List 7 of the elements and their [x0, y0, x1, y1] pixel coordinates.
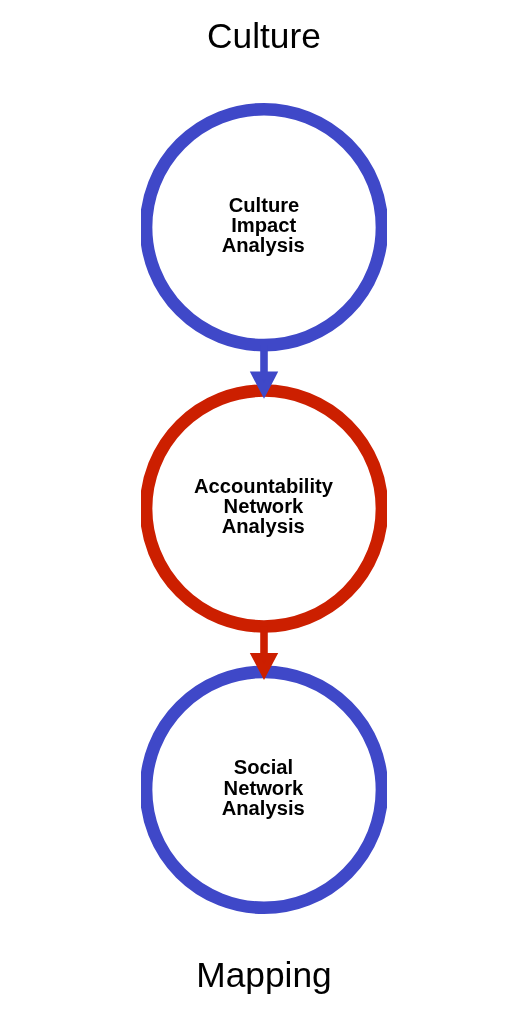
node-circle: Social Network Analysis [140, 665, 387, 915]
label: Culture [206, 15, 321, 55]
arrow [249, 626, 278, 680]
arrow [249, 345, 278, 399]
node-circle: Accountability Network Analysis [140, 384, 387, 633]
label: Mapping [195, 954, 332, 994]
node-circle: Culture Impact Analysis [140, 102, 387, 352]
